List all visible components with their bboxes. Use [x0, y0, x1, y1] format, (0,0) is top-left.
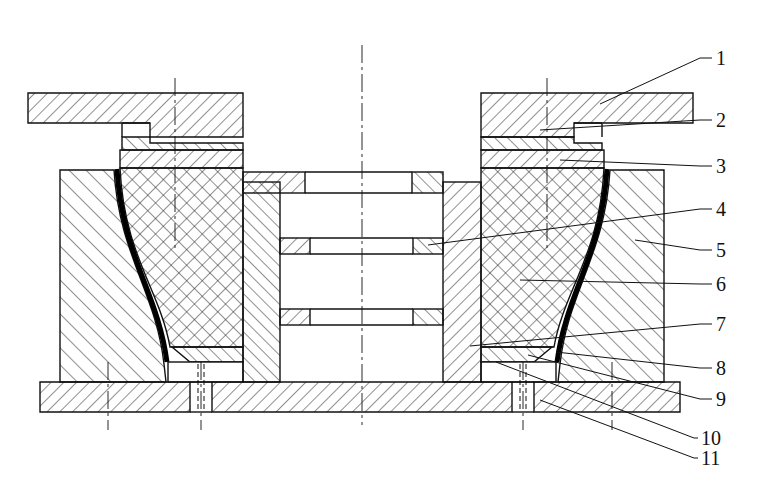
callout-number: 8	[716, 358, 726, 378]
callout-number: 7	[716, 314, 726, 334]
callout-number: 6	[716, 274, 726, 294]
callout-number: 1	[716, 48, 726, 68]
callout-number: 4	[716, 199, 726, 219]
callout-number: 3	[716, 156, 726, 176]
leader-lines	[428, 58, 712, 458]
callout-number: 5	[716, 240, 726, 260]
callout-number: 10	[701, 428, 721, 448]
callout-number: 11	[701, 448, 720, 468]
die-section	[28, 93, 693, 412]
callout-number: 9	[716, 389, 726, 409]
callout-number: 2	[716, 110, 726, 130]
center-lines	[108, 45, 612, 430]
